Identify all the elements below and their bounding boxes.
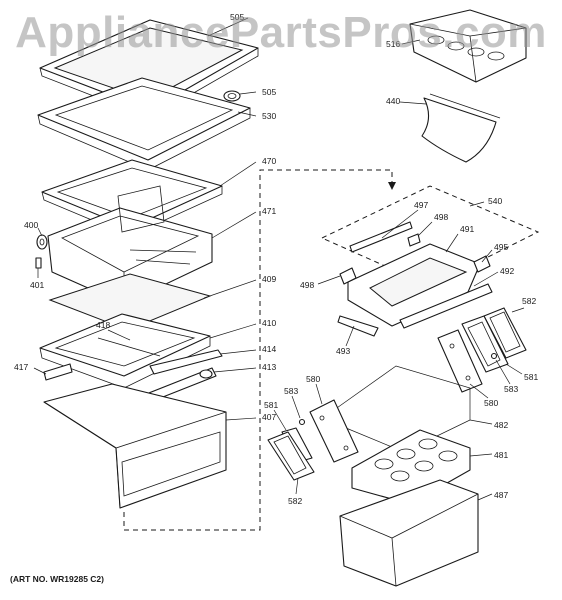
callout-583-right: 583 bbox=[504, 384, 518, 394]
part-401-screw bbox=[35, 257, 42, 269]
callout-409: 409 bbox=[262, 274, 276, 284]
part-580-bracket-right bbox=[437, 329, 483, 393]
callout-497: 497 bbox=[414, 200, 428, 210]
dashed-group-line-left bbox=[123, 169, 393, 531]
callout-492: 492 bbox=[500, 266, 514, 276]
callout-581-left: 581 bbox=[264, 400, 278, 410]
watermark: AppliancePartsPros.com bbox=[15, 8, 547, 57]
part-493-strip bbox=[337, 315, 379, 337]
callout-418: 418 bbox=[96, 320, 110, 330]
callout-495: 495 bbox=[494, 242, 508, 252]
callout-505-clip: 505 bbox=[262, 87, 276, 97]
part-487-drawer bbox=[339, 479, 479, 587]
callout-410: 410 bbox=[262, 318, 276, 328]
part-497-bar bbox=[349, 221, 413, 253]
art-number: (ART NO. WR19285 C2) bbox=[10, 574, 104, 584]
part-583-screw-left bbox=[298, 418, 306, 426]
part-582-grille-left bbox=[267, 431, 315, 481]
leader-lines bbox=[33, 17, 525, 501]
part-414-rail bbox=[149, 349, 223, 375]
callout-580-left: 580 bbox=[306, 374, 320, 384]
callout-470: 470 bbox=[262, 156, 276, 166]
callout-482: 482 bbox=[494, 420, 508, 430]
callout-401: 401 bbox=[30, 280, 44, 290]
callout-labels: 505 505 530 516 440 470 471 400 401 409 … bbox=[14, 12, 538, 506]
callout-530: 530 bbox=[262, 111, 276, 121]
part-495-clip bbox=[473, 255, 491, 273]
part-581-housing bbox=[461, 315, 509, 373]
callout-414: 414 bbox=[262, 344, 276, 354]
callout-487: 487 bbox=[494, 490, 508, 500]
callout-400: 400 bbox=[24, 220, 38, 230]
callout-413: 413 bbox=[262, 362, 276, 372]
arrow-down-icon bbox=[388, 182, 396, 190]
part-530-shelf-frame bbox=[37, 77, 251, 171]
part-516-bin bbox=[409, 9, 527, 83]
callout-471: 471 bbox=[262, 206, 276, 216]
callout-493: 493 bbox=[336, 346, 350, 356]
callout-440: 440 bbox=[386, 96, 400, 106]
part-482-wire-frame bbox=[333, 365, 471, 453]
part-583-screw-right bbox=[490, 352, 498, 360]
callout-582-top: 582 bbox=[522, 296, 536, 306]
callout-407: 407 bbox=[262, 412, 276, 422]
part-440-cover bbox=[421, 93, 501, 163]
part-505-clip bbox=[223, 90, 241, 102]
callout-582-left: 582 bbox=[288, 496, 302, 506]
part-491-shelf bbox=[347, 243, 481, 327]
callout-516: 516 bbox=[386, 39, 400, 49]
callout-417: 417 bbox=[14, 362, 28, 372]
callout-498-upper: 498 bbox=[434, 212, 448, 222]
part-400-wheel bbox=[36, 234, 48, 250]
callout-491: 491 bbox=[460, 224, 474, 234]
part-498-clip-lower bbox=[339, 267, 357, 285]
callout-583-left: 583 bbox=[284, 386, 298, 396]
callout-505-top: 505 bbox=[230, 12, 244, 22]
part-417-rail bbox=[43, 363, 73, 381]
callout-580-right: 580 bbox=[484, 398, 498, 408]
part-492-trim bbox=[399, 283, 493, 329]
callout-540: 540 bbox=[488, 196, 502, 206]
callout-481: 481 bbox=[494, 450, 508, 460]
part-582-grille-top bbox=[483, 307, 527, 359]
part-580-bracket-left bbox=[309, 399, 359, 463]
part-410-drawer-frame bbox=[39, 313, 211, 389]
callout-581-right: 581 bbox=[524, 372, 538, 382]
part-407-drawer bbox=[43, 383, 227, 509]
part-498-clip-upper bbox=[407, 233, 421, 247]
callout-498-lower: 498 bbox=[300, 280, 314, 290]
